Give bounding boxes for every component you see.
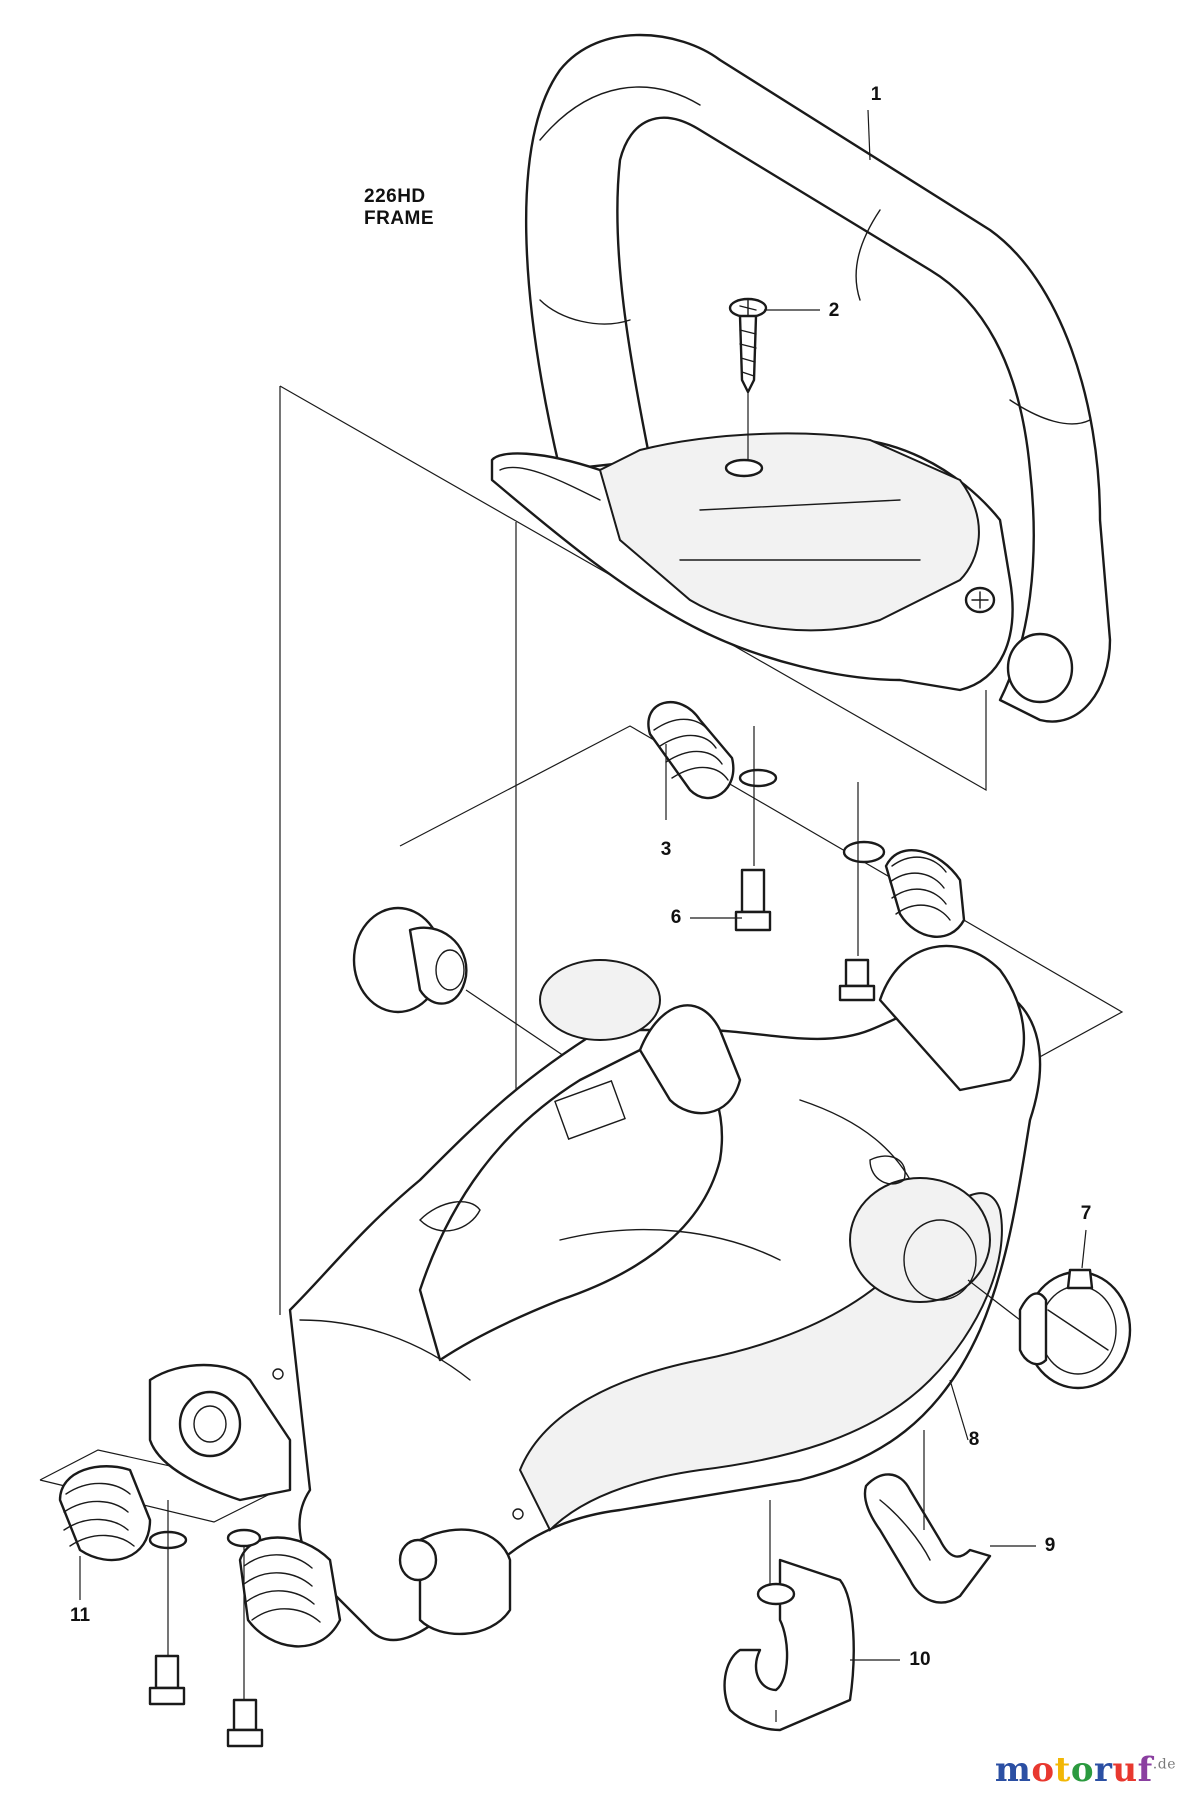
- watermark-letter: m: [994, 1750, 1032, 1790]
- cap-part: [967, 1268, 1132, 1390]
- watermark-suffix: .de: [1152, 1756, 1176, 1773]
- watermark-letter: r: [1094, 1750, 1113, 1790]
- upper-screw-left: [734, 868, 772, 932]
- callout-2: 2: [828, 300, 840, 321]
- callout-6: 6: [670, 907, 682, 928]
- callout-9: 9: [1044, 1535, 1056, 1556]
- upper-spring-left: [647, 701, 778, 866]
- callout-8: 8: [968, 1429, 980, 1450]
- screw-part: [728, 297, 768, 460]
- watermark-letter: u: [1112, 1750, 1138, 1790]
- main-frame-part: [148, 944, 1042, 1642]
- lower-spring-left: [58, 1465, 188, 1706]
- watermark-letter: t: [1054, 1750, 1071, 1790]
- diagram-section-label: FRAME: [364, 208, 435, 229]
- callout-7: 7: [1080, 1203, 1092, 1224]
- callout-1: 1: [870, 84, 882, 105]
- callout-11: 11: [69, 1605, 91, 1626]
- callout-10: 10: [909, 1649, 931, 1670]
- watermark-letter: f: [1137, 1750, 1153, 1790]
- callout-leaders: [79, 109, 1087, 1661]
- callout-3: 3: [660, 839, 672, 860]
- watermark-letter: o: [1070, 1750, 1094, 1790]
- upper-spring-right: [838, 782, 966, 1002]
- watermark-letter: o: [1031, 1750, 1055, 1790]
- handle-mount-plate: [490, 432, 1074, 704]
- hook-part: [723, 1500, 855, 1732]
- diagram-model-label: 226HD: [364, 186, 426, 207]
- motoruf-watermark-logo: motoruf.de: [995, 1750, 1176, 1790]
- lower-spring-right: [226, 1528, 342, 1748]
- rubber-damper-left: [352, 906, 571, 1061]
- clip-part: [863, 1430, 992, 1604]
